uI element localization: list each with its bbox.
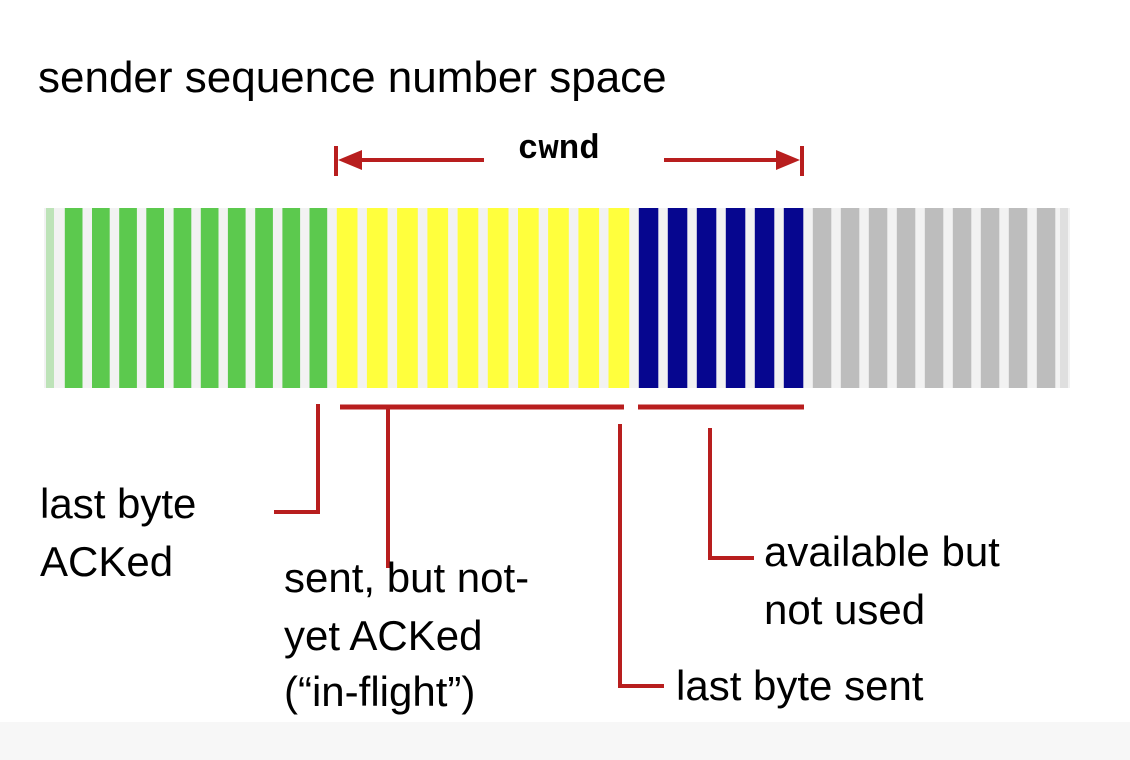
segment-in-flight <box>457 208 479 388</box>
diagram-title: sender sequence number space <box>38 53 667 102</box>
segment-in-flight <box>397 208 418 388</box>
segment-usable <box>638 208 659 388</box>
segment-acked <box>255 208 273 388</box>
segment-usable <box>725 208 746 388</box>
segment-not-usable <box>840 208 860 388</box>
annotations <box>274 146 804 688</box>
label-last-byte-acked-line-2: ACKed <box>40 538 174 585</box>
segment-usable <box>754 208 775 388</box>
label-available-line-2: not used <box>764 586 926 633</box>
segment-usable <box>783 208 804 388</box>
segment-not-usable <box>812 208 832 388</box>
segment-in-flight <box>487 208 509 388</box>
segment-acked <box>200 208 219 388</box>
label-last-byte-sent: last byte sent <box>676 662 924 709</box>
segment-acked <box>146 208 164 388</box>
segment-acked <box>282 208 301 388</box>
label-in-flight-line-2: yet ACKed <box>284 612 483 659</box>
cwnd-arrowhead-right <box>776 150 800 170</box>
segment-acked <box>64 208 83 388</box>
segment-in-flight <box>518 208 539 388</box>
segment-not-usable <box>896 208 916 388</box>
label-in-flight-line-1: sent, but not- <box>284 554 530 601</box>
segment-acked <box>227 208 246 388</box>
segment-not-usable <box>1008 208 1028 388</box>
segment-not-usable <box>868 208 888 388</box>
strip-edge-left <box>46 208 54 388</box>
segment-not-usable <box>980 208 1000 388</box>
segment-usable <box>667 208 688 388</box>
segment-not-usable <box>924 208 944 388</box>
label-in-flight-line-3: (“in-flight”) <box>284 668 476 715</box>
segment-in-flight <box>608 208 630 388</box>
strip-edge-right <box>1060 208 1068 388</box>
cwnd-arrowhead-left <box>338 150 362 170</box>
segment-in-flight <box>427 208 449 388</box>
segment-acked <box>92 208 110 388</box>
segment-not-usable <box>1036 208 1056 388</box>
segment-usable <box>696 208 717 388</box>
segment-not-usable <box>952 208 972 388</box>
sequence-bars <box>44 208 1070 388</box>
segment-acked <box>309 208 328 388</box>
segment-acked <box>173 208 192 388</box>
segment-in-flight <box>336 208 358 388</box>
segment-in-flight <box>548 208 569 388</box>
segment-acked <box>119 208 137 388</box>
cwnd-label: cwnd <box>518 131 600 169</box>
bottom-band <box>0 722 1130 760</box>
label-available-line-1: available but <box>764 528 1000 575</box>
segment-in-flight <box>366 208 388 388</box>
segment-in-flight <box>578 208 600 388</box>
label-last-byte-acked-line-1: last byte <box>40 480 197 527</box>
